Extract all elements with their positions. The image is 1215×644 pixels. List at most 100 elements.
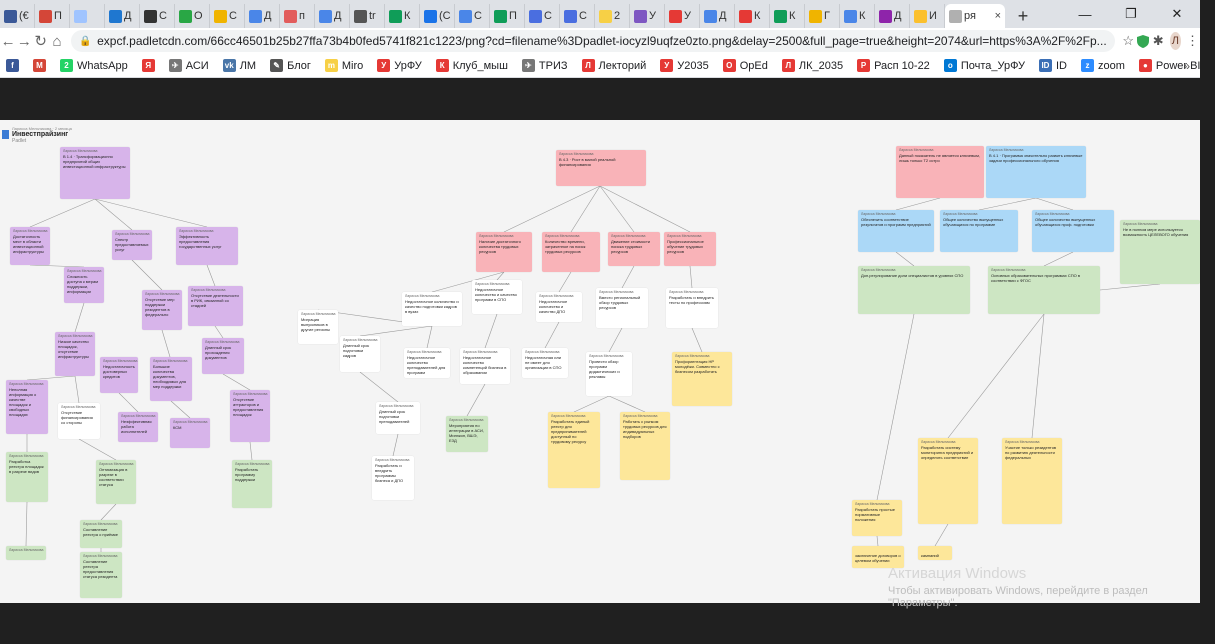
card-text: Отсутствие мер поддержки резидентов в фе… bbox=[145, 297, 175, 317]
card-text: В 4.1 · Программа значительно развить кл… bbox=[989, 153, 1083, 163]
profile-avatar[interactable]: Л bbox=[1169, 32, 1182, 50]
back-button[interactable]: ← bbox=[0, 32, 16, 50]
tab-label: Д bbox=[264, 10, 272, 22]
browser-tab[interactable]: К bbox=[840, 4, 875, 28]
browser-tab[interactable]: П bbox=[35, 4, 70, 28]
address-bar[interactable]: 🔒 expcf.padletcdn.com/66cc46501b25b27ffa… bbox=[71, 30, 1115, 52]
bookmark-item[interactable]: ✈АСИ bbox=[168, 59, 209, 72]
tab-label: (С bbox=[439, 10, 451, 22]
browser-tab[interactable]: К bbox=[770, 4, 805, 28]
bookmark-item[interactable]: Я bbox=[141, 59, 155, 72]
browser-tab[interactable]: И bbox=[910, 4, 945, 28]
tab-favicon-icon bbox=[4, 9, 17, 23]
browser-tab[interactable]: (С bbox=[420, 4, 455, 28]
close-window-button[interactable]: ✕ bbox=[1171, 6, 1183, 21]
card-author: Ларисса Мельникова bbox=[83, 554, 118, 558]
browser-tab[interactable]: У bbox=[630, 4, 665, 28]
browser-tab[interactable]: П bbox=[490, 4, 525, 28]
browser-tab[interactable]: У bbox=[665, 4, 700, 28]
bookmark-favicon-icon: ● bbox=[1138, 59, 1152, 72]
browser-tab[interactable]: Д bbox=[245, 4, 280, 28]
minimize-button[interactable]: — bbox=[1078, 6, 1092, 22]
browser-tab[interactable]: tr bbox=[350, 4, 385, 28]
browser-toolbar: ← → ↻ ⌂ 🔒 expcf.padletcdn.com/66cc46501b… bbox=[0, 28, 1200, 54]
bookmark-label: Блог bbox=[287, 59, 311, 72]
browser-tab[interactable]: С bbox=[210, 4, 245, 28]
bookmark-favicon-icon: ✈ bbox=[168, 59, 182, 72]
extension-shield-icon[interactable] bbox=[1136, 29, 1151, 53]
bookmark-item[interactable]: f bbox=[6, 59, 19, 72]
card-author: Ларисса Мельникова bbox=[675, 354, 710, 358]
card-text: Работать с рынком трудовых ресурсов для … bbox=[623, 419, 667, 439]
browser-tab[interactable]: Д bbox=[315, 4, 350, 28]
bookmark-item[interactable]: M bbox=[33, 59, 46, 72]
maximize-button[interactable]: ❐ bbox=[1125, 6, 1137, 21]
menu-icon[interactable]: ⋮ bbox=[1186, 33, 1200, 48]
lock-icon: 🔒 bbox=[79, 36, 92, 47]
card-author: Ларисса Мельникова bbox=[13, 229, 48, 233]
forward-button[interactable]: → bbox=[16, 32, 32, 50]
bookmark-item[interactable]: ✎Блог bbox=[270, 59, 311, 72]
browser-tab[interactable]: п bbox=[280, 4, 315, 28]
card-text: Низкое качество площадок, отсутствие инф… bbox=[58, 339, 89, 359]
card-author: Ларисса Мельникова bbox=[1123, 222, 1158, 226]
card-author: Ларисса Мельникова bbox=[1035, 212, 1070, 216]
browser-tab[interactable]: С bbox=[140, 4, 175, 28]
home-button[interactable]: ⌂ bbox=[52, 32, 62, 50]
bookmarks-more-icon[interactable]: » bbox=[1183, 58, 1190, 73]
card-author: Ларисса Мельникова bbox=[539, 294, 574, 298]
close-tab-icon[interactable]: × bbox=[994, 10, 1001, 22]
padlet-card: заключение договоров о целевом обучении bbox=[852, 546, 904, 568]
new-tab-button[interactable]: + bbox=[1017, 5, 1029, 26]
browser-tab[interactable]: (€ bbox=[0, 4, 35, 28]
bookmark-item[interactable]: ●Power BI bbox=[1138, 59, 1201, 72]
browser-tab[interactable]: К bbox=[385, 4, 420, 28]
active-tab[interactable]: ря × bbox=[945, 4, 1005, 28]
browser-tab[interactable] bbox=[70, 4, 105, 28]
browser-tab[interactable]: Д bbox=[105, 4, 140, 28]
browser-tab[interactable]: 2 bbox=[595, 4, 630, 28]
card-author: Ларисса Мельникова bbox=[9, 548, 44, 552]
card-text: Недостаточность достоверных кредитов bbox=[103, 364, 135, 379]
browser-tab[interactable]: Д bbox=[875, 4, 910, 28]
bookmark-star-icon[interactable]: ☆ bbox=[1122, 33, 1134, 48]
padlet-board-image: Ларисса Мельникова · 2 месяца Инвестпрай… bbox=[0, 120, 1200, 603]
extensions-puzzle-icon[interactable]: ✱ bbox=[1152, 33, 1164, 48]
tab-favicon-icon bbox=[494, 9, 507, 23]
browser-tab[interactable]: О bbox=[175, 4, 210, 28]
browser-tab[interactable]: Г bbox=[805, 4, 840, 28]
card-text: Не в полном мере используется возможност… bbox=[1123, 227, 1189, 237]
browser-tab[interactable]: Д bbox=[700, 4, 735, 28]
browser-tab[interactable]: С bbox=[560, 4, 595, 28]
tab-favicon-icon bbox=[214, 9, 227, 23]
reload-button[interactable]: ↻ bbox=[34, 33, 47, 50]
url-text[interactable]: expcf.padletcdn.com/66cc46501b25b27ffa73… bbox=[97, 34, 1107, 48]
bookmark-item[interactable]: ✈ТРИЗ bbox=[521, 59, 568, 72]
browser-tab[interactable]: С bbox=[525, 4, 560, 28]
browser-tab[interactable]: С bbox=[455, 4, 490, 28]
browser-tab[interactable]: К bbox=[735, 4, 770, 28]
tab-label: С bbox=[474, 10, 482, 22]
tab-favicon-icon bbox=[914, 9, 927, 23]
